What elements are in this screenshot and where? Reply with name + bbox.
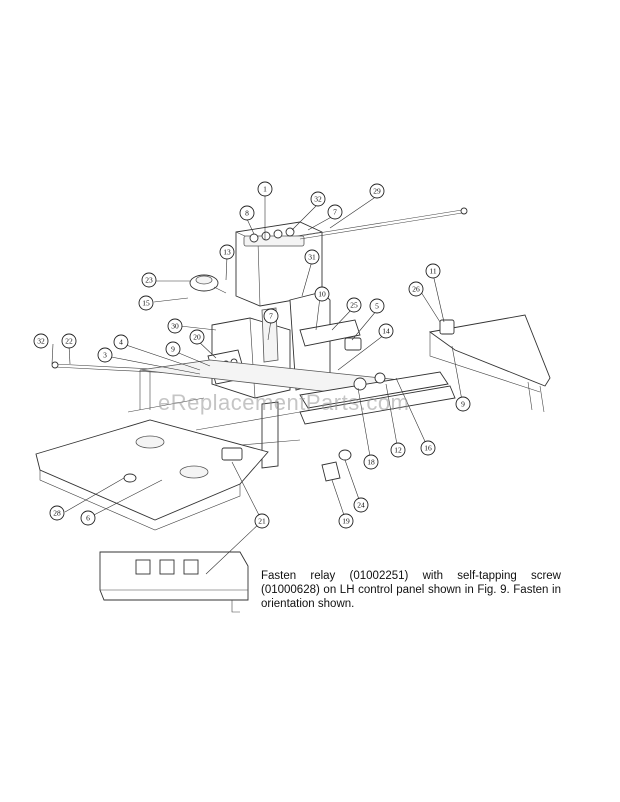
- callout-32b: 32: [33, 333, 49, 349]
- callout-31: 31: [304, 249, 320, 265]
- callout-label: 6: [86, 514, 90, 523]
- callout-26: 26: [408, 281, 424, 297]
- callout-9b: 9: [455, 396, 471, 412]
- control-panel-plate: [35, 419, 269, 531]
- callout-28: 28: [49, 505, 65, 521]
- callout-20: 20: [189, 329, 205, 345]
- callout-22: 22: [61, 333, 77, 349]
- callout-label: 31: [308, 253, 316, 262]
- callout-label: 21: [258, 517, 266, 526]
- callout-label: 24: [357, 501, 365, 510]
- callout-4: 4: [113, 334, 129, 350]
- callout-label: 15: [142, 299, 150, 308]
- callout-21: 21: [254, 513, 270, 529]
- callout-label: 28: [53, 509, 61, 518]
- callout-label: 11: [429, 267, 436, 276]
- small-bracket: [321, 461, 341, 482]
- callout-label: 32: [37, 337, 45, 346]
- callout-label: 32: [314, 195, 322, 204]
- callout-29: 29: [369, 183, 385, 199]
- callout-label: 30: [171, 322, 179, 331]
- callout-25: 25: [346, 297, 362, 313]
- callout-label: 7: [269, 312, 273, 321]
- callout-7: 7: [327, 204, 343, 220]
- callout-11: 11: [425, 263, 441, 279]
- callout-label: 12: [394, 446, 402, 455]
- callout-label: 4: [119, 338, 123, 347]
- callout-15: 15: [138, 295, 154, 311]
- callout-14: 14: [378, 323, 394, 339]
- callout-13: 13: [219, 244, 235, 260]
- right-bracket: [428, 314, 551, 413]
- assembly-note: Fasten relay (01002251) with self-tappin…: [261, 570, 561, 610]
- right-assembly: [299, 337, 456, 461]
- callout-label: 9: [461, 400, 465, 409]
- callout-label: 5: [375, 302, 379, 311]
- callout-label: 22: [65, 337, 73, 346]
- callout-label: 10: [318, 290, 326, 299]
- callout-16: 16: [420, 440, 436, 456]
- callout-label: 25: [350, 301, 358, 310]
- callout-7b: 7: [263, 308, 279, 324]
- callout-label: 20: [193, 333, 201, 342]
- callout-label: 29: [373, 187, 381, 196]
- callout-label: 7: [333, 208, 337, 217]
- callout-12: 12: [390, 442, 406, 458]
- callout-5: 5: [369, 298, 385, 314]
- upper-control-box: [235, 221, 323, 307]
- rod-assembly: [299, 207, 468, 240]
- callout-24: 24: [353, 497, 369, 513]
- callout-30: 30: [167, 318, 183, 334]
- callout-9a: 9: [165, 341, 181, 357]
- round-switch: [189, 274, 227, 294]
- callout-label: 16: [424, 444, 432, 453]
- callout-18: 18: [363, 454, 379, 470]
- callout-label: 9: [171, 345, 175, 354]
- callout-3: 3: [97, 347, 113, 363]
- callout-label: 8: [245, 209, 249, 218]
- relay-inset-panel: [99, 551, 249, 613]
- watermark-text: eReplacementParts.com: [158, 390, 410, 415]
- callout-32: 32: [310, 191, 326, 207]
- callout-label: 23: [145, 276, 153, 285]
- callout-10: 10: [314, 286, 330, 302]
- callout-label: 26: [412, 285, 420, 294]
- callout-label: 13: [223, 248, 231, 257]
- callout-label: 14: [382, 327, 390, 336]
- callouts: 1 32 29 8 7 13 31 23 15 11 26 10 25 5 7 …: [33, 181, 471, 529]
- callout-8: 8: [239, 205, 255, 221]
- callout-23: 23: [141, 272, 157, 288]
- callout-label: 18: [367, 458, 375, 467]
- callout-1: 1: [257, 181, 273, 197]
- callout-19: 19: [338, 513, 354, 529]
- callout-label: 3: [103, 351, 107, 360]
- callout-6: 6: [80, 510, 96, 526]
- callout-label: 19: [342, 517, 350, 526]
- callout-label: 1: [263, 185, 267, 194]
